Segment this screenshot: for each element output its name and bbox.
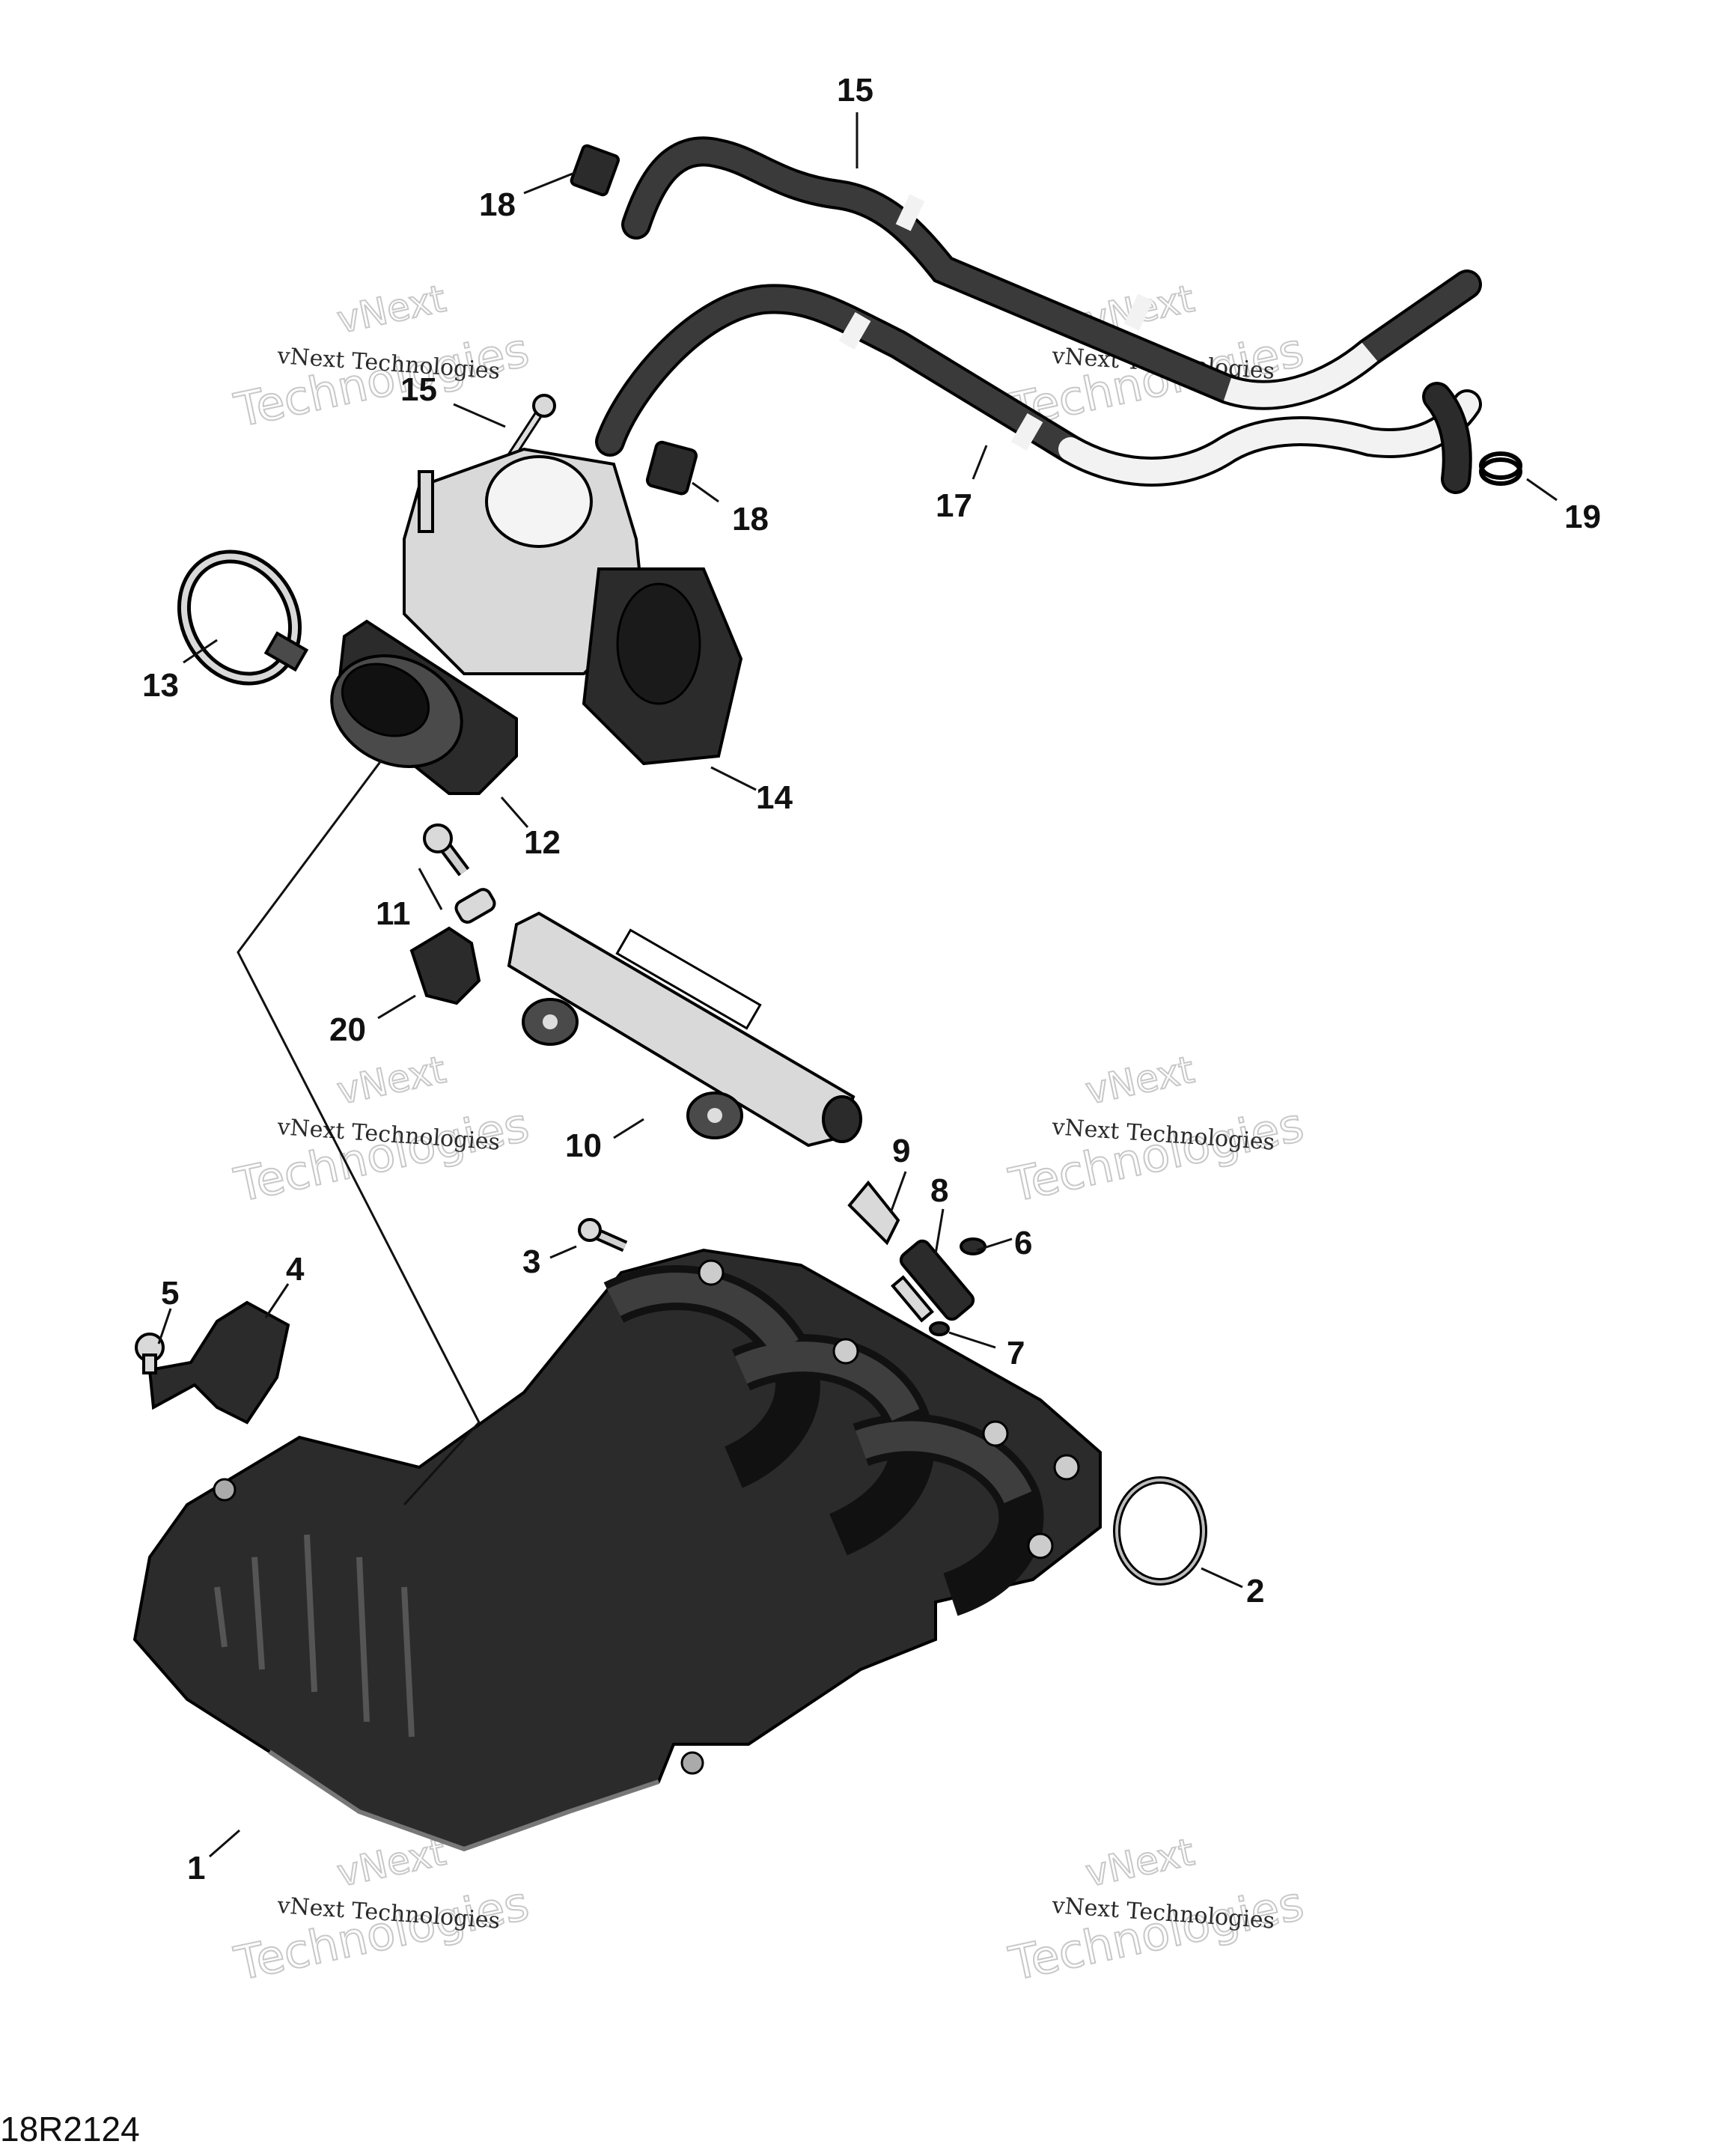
intake-manifold-1 <box>132 1248 1102 1852</box>
callout-12: 12 <box>524 824 561 861</box>
hose-clip-18-top <box>570 144 620 197</box>
watermark-bottom-right: vNext Technologies vNext Technologies <box>1004 1830 1309 1992</box>
svg-text:vNext: vNext <box>333 1048 449 1113</box>
callout-17: 17 <box>936 487 972 524</box>
hose-17 <box>595 284 1482 494</box>
support-20 <box>409 888 496 1005</box>
callout-8: 8 <box>930 1172 948 1209</box>
callout-3: 3 <box>522 1243 540 1280</box>
gasket-2 <box>1113 1476 1207 1586</box>
callout-10: 10 <box>565 1127 602 1164</box>
callout-18-lower: 18 <box>732 501 769 538</box>
watermark-bottom-left: vNext Technologies vNext Technologies <box>229 1830 534 1992</box>
watermark-top-left: vNext Technologies vNext Technologies <box>229 276 534 439</box>
leader-lines <box>157 112 1558 1858</box>
o-ring-6 <box>960 1237 986 1255</box>
callout-7: 7 <box>1007 1335 1025 1371</box>
svg-text:vNext: vNext <box>1082 1830 1198 1895</box>
callout-18-top: 18 <box>479 186 516 223</box>
callout-1: 1 <box>187 1850 205 1886</box>
clip-9 <box>847 1180 900 1246</box>
callout-16: 15 <box>837 72 873 109</box>
svg-text:vNext: vNext <box>333 277 449 342</box>
screw-5 <box>135 1333 165 1374</box>
figure-code: 18R2124 <box>0 2110 140 2149</box>
hose-clamp-19 <box>1479 451 1522 486</box>
callout-11: 11 <box>376 895 411 932</box>
callout-13: 13 <box>142 667 179 704</box>
callout-labels: 15 18 15 18 17 19 13 14 12 11 20 10 9 8 … <box>142 72 1601 1886</box>
screw-11 <box>423 823 470 877</box>
o-ring-7 <box>929 1321 950 1336</box>
throttle-body-14 <box>403 447 743 766</box>
callout-20: 20 <box>329 1011 366 1048</box>
callout-2: 2 <box>1246 1573 1264 1610</box>
leader-12-to-manifold <box>237 759 481 1506</box>
screw-3 <box>578 1218 628 1252</box>
adaptor-12 <box>330 619 518 795</box>
callout-14: 14 <box>756 779 793 816</box>
hose-clip-18-lower <box>645 440 698 496</box>
svg-text:vNext: vNext <box>1082 1048 1198 1113</box>
hose-16 <box>621 136 1482 410</box>
callout-9: 9 <box>892 1133 910 1169</box>
callout-6: 6 <box>1014 1225 1032 1261</box>
callout-19: 19 <box>1564 499 1601 535</box>
injector-8 <box>891 1239 975 1323</box>
callout-5: 5 <box>161 1275 179 1312</box>
watermark-mid-right: vNext Technologies vNext Technologies <box>1004 1047 1309 1213</box>
watermark-mid-left: vNext Technologies vNext Technologies <box>229 1047 534 1213</box>
fuel-rail-10 <box>507 911 862 1148</box>
sensor-4 <box>147 1300 290 1425</box>
callout-15: 15 <box>400 371 437 408</box>
clamp-13 <box>177 549 309 686</box>
callout-4: 4 <box>286 1251 305 1288</box>
